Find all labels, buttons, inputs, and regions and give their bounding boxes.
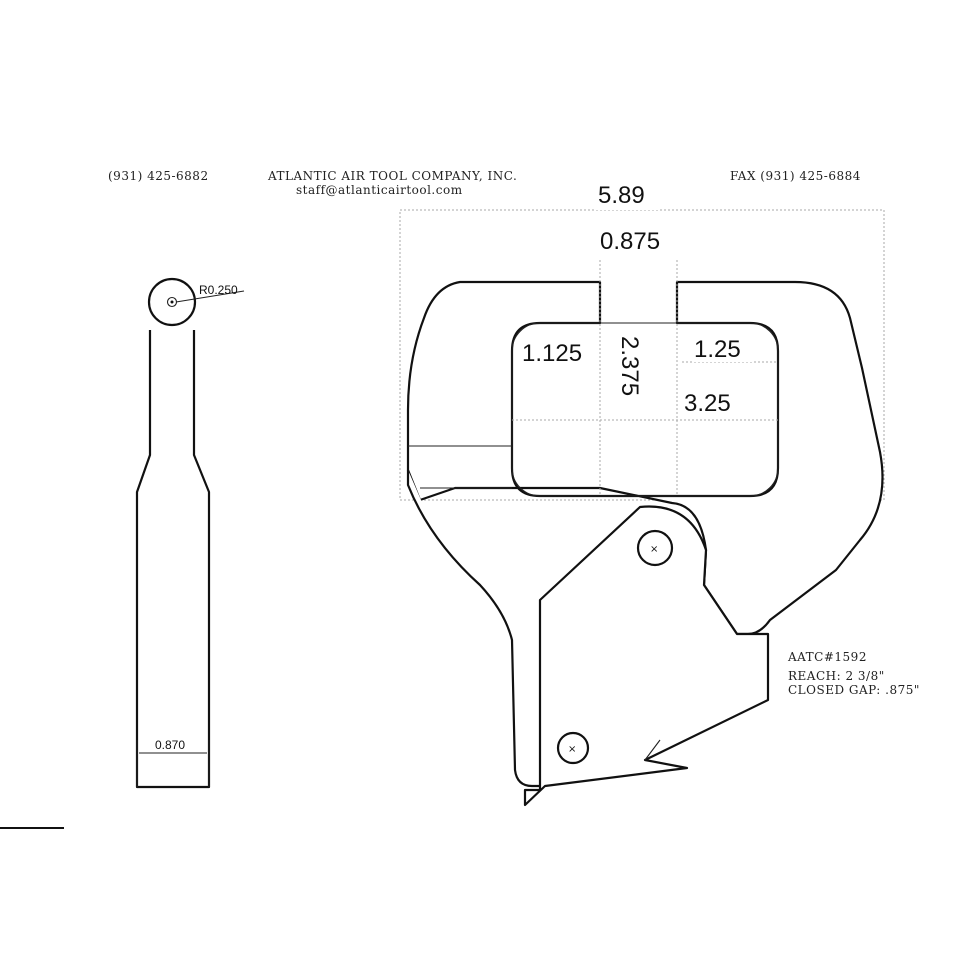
lower-pivot-circle — [556, 731, 590, 765]
jaw-step-line — [644, 739, 661, 761]
radius-leader-line — [175, 290, 245, 303]
reach-label: 2.375 — [616, 336, 643, 396]
moving-jaw-outline — [523, 505, 770, 807]
closed-gap-spec: CLOSED GAP: .875" — [788, 683, 920, 697]
width-label: 0.870 — [155, 738, 185, 752]
lower-arm-outline — [406, 470, 545, 788]
overall-width-label: 5.89 — [598, 182, 645, 209]
pivot-center-dot — [170, 300, 174, 304]
model-number: AATC#1592 — [787, 650, 867, 664]
front-view: × × 5.89 0.875 1.125 1.25 3.25 2.375 — [399, 180, 885, 807]
fax-number: FAX (931) 425-6884 — [730, 169, 861, 183]
throat-opening — [511, 322, 779, 497]
c-frame-outline — [406, 280, 884, 636]
company-name: ATLANTIC AIR TOOL COMPANY, INC. — [267, 169, 517, 183]
company-email: staff@atlanticairtool.com — [296, 183, 463, 197]
right-depth-label: 1.25 — [694, 336, 741, 363]
upper-pivot-mark: × — [650, 544, 658, 555]
throat-width-label: 3.25 — [684, 390, 731, 417]
upper-pivot-circle — [636, 529, 674, 567]
lower-pivot-mark: × — [568, 744, 576, 755]
reach-spec: REACH: 2 3/8" — [788, 669, 885, 683]
left-depth-label: 1.125 — [522, 340, 582, 367]
closed-gap-label: 0.875 — [600, 228, 660, 255]
radius-label: R0.250 — [199, 283, 238, 297]
phone-number: (931) 425-6882 — [108, 169, 209, 183]
side-view: R0.250 0.870 — [135, 277, 245, 789]
side-view-outline — [135, 330, 211, 789]
